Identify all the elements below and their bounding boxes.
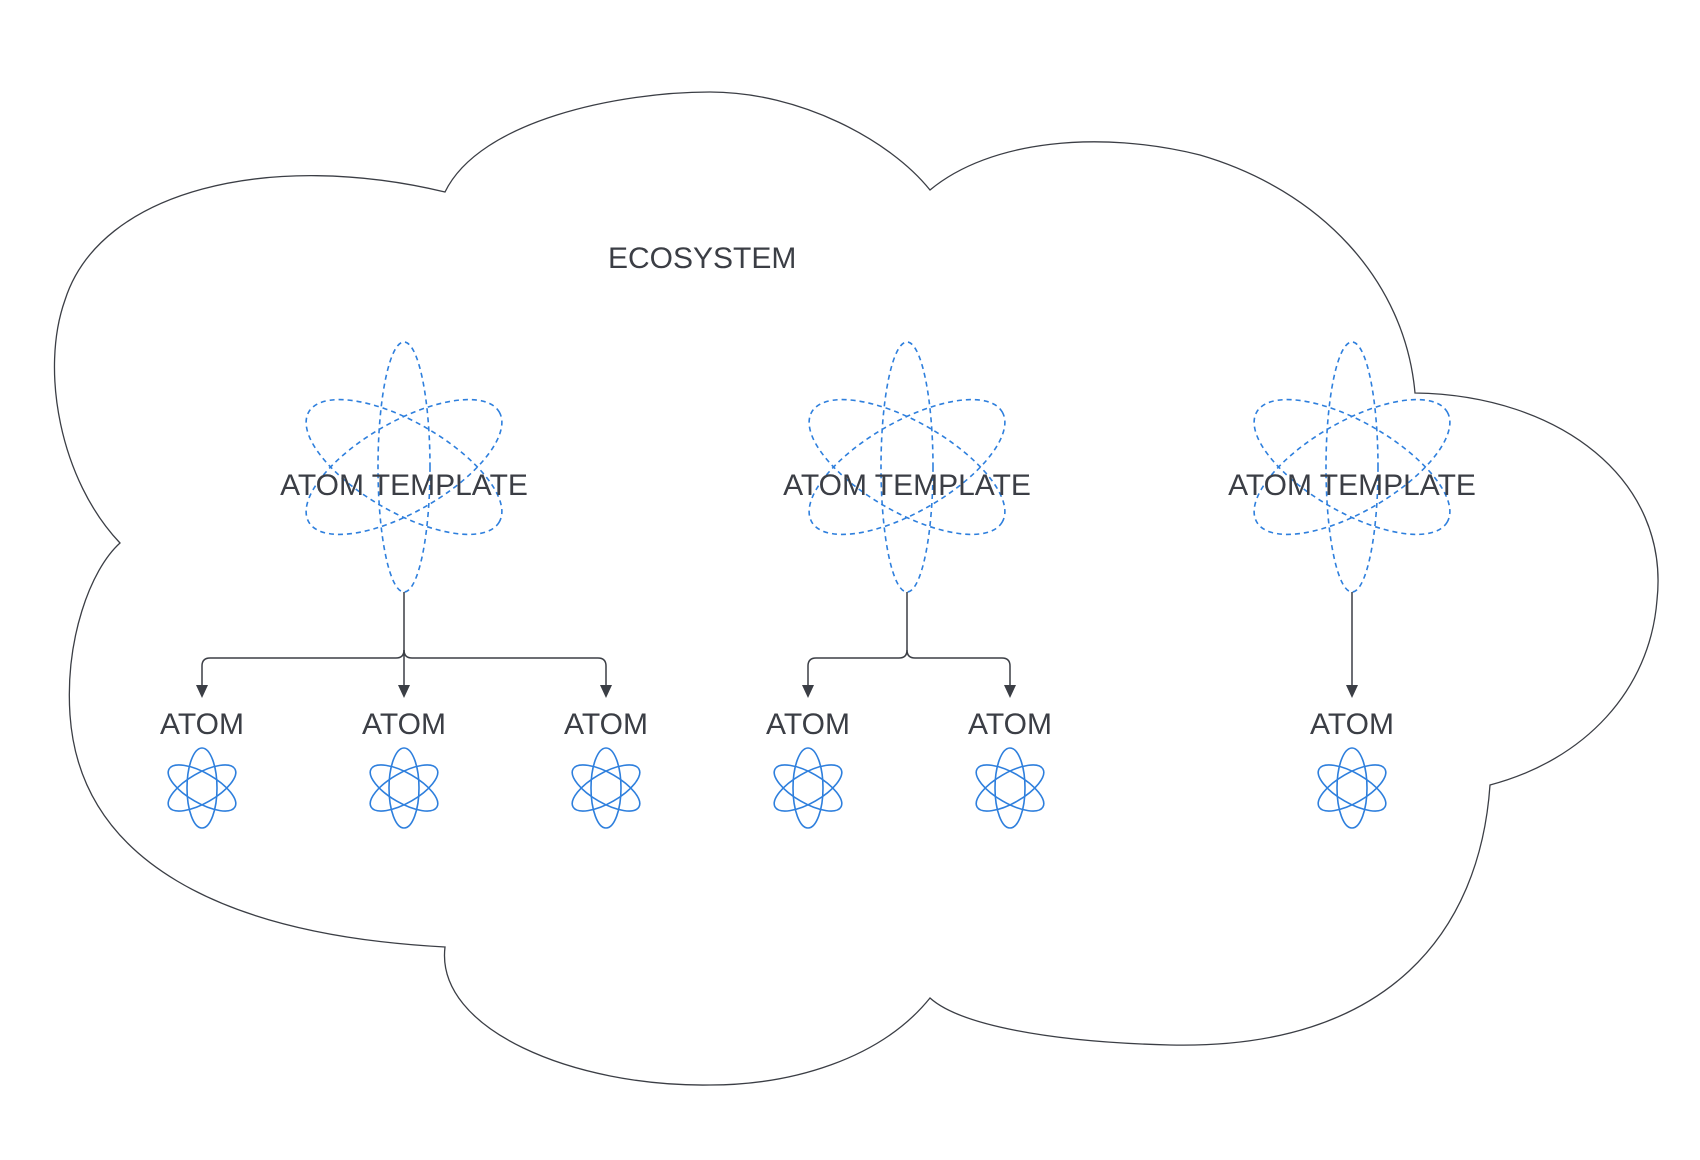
connector-branch xyxy=(915,657,1011,688)
atom-orbit-diagonal xyxy=(773,764,843,812)
atom-orbit-diagonal xyxy=(1317,764,1387,812)
arrowhead xyxy=(600,685,612,698)
atom-template-icon xyxy=(1253,341,1451,593)
template-orbit-diagonal xyxy=(305,398,503,536)
atom-orbit-diagonal xyxy=(975,764,1045,812)
atom-template-label: ATOM TEMPLATE xyxy=(280,469,528,502)
template-orbit-diagonal xyxy=(305,398,503,536)
ecosystem-cloud xyxy=(53,91,1659,1086)
arrowhead xyxy=(1004,685,1016,698)
atom-icon xyxy=(571,747,641,829)
atom-orbit-diagonal xyxy=(1317,764,1387,812)
atom-orbit-vertical xyxy=(388,747,420,829)
atom-orbit-diagonal xyxy=(369,764,439,812)
template-orbit-diagonal xyxy=(808,398,1006,536)
atom-orbit-diagonal xyxy=(167,764,237,812)
atom-label: ATOM xyxy=(968,708,1052,741)
arrowhead xyxy=(196,685,208,698)
atom-label: ATOM xyxy=(362,708,446,741)
connector-stem xyxy=(898,592,908,659)
atom-label: ATOM xyxy=(1310,708,1394,741)
connector-branch xyxy=(201,657,396,688)
template-orbit-diagonal xyxy=(1253,398,1451,536)
atom-template-icon xyxy=(305,341,503,593)
connector-branch xyxy=(807,657,899,688)
atom-orbit-diagonal xyxy=(369,764,439,812)
atom-orbit-vertical xyxy=(186,747,218,829)
template-orbit-diagonal xyxy=(1253,398,1451,536)
atom-label: ATOM xyxy=(160,708,244,741)
template-orbit-vertical xyxy=(880,341,934,593)
template-orbit-vertical xyxy=(1325,341,1379,593)
atom-icon xyxy=(369,747,439,829)
template-connector xyxy=(1346,592,1358,698)
atom-icon xyxy=(167,747,237,829)
atom-orbit-diagonal xyxy=(975,764,1045,812)
template-connector xyxy=(196,592,612,698)
atom-orbit-diagonal xyxy=(167,764,237,812)
arrowhead xyxy=(1346,685,1358,698)
connector-stem xyxy=(395,592,405,659)
template-connector xyxy=(802,592,1016,698)
atom-orbit-vertical xyxy=(994,747,1026,829)
atom-orbit-vertical xyxy=(590,747,622,829)
atom-template-icon xyxy=(808,341,1006,593)
atom-icon xyxy=(975,747,1045,829)
connector-stem xyxy=(403,649,413,659)
atom-template-label: ATOM TEMPLATE xyxy=(783,469,1031,502)
atom-orbit-diagonal xyxy=(571,764,641,812)
atom-orbit-diagonal xyxy=(773,764,843,812)
template-orbit-vertical xyxy=(377,341,431,593)
atom-orbit-vertical xyxy=(1336,747,1368,829)
connector-stem xyxy=(906,649,916,659)
atom-icon xyxy=(1317,747,1387,829)
connector-branch xyxy=(412,657,607,688)
arrowhead xyxy=(802,685,814,698)
template-orbit-diagonal xyxy=(808,398,1006,536)
atom-icon xyxy=(773,747,843,829)
atom-template-label: ATOM TEMPLATE xyxy=(1228,469,1476,502)
atom-orbit-diagonal xyxy=(571,764,641,812)
ecosystem-label: ECOSYSTEM xyxy=(608,242,796,275)
arrowhead xyxy=(398,685,410,698)
atom-orbit-vertical xyxy=(792,747,824,829)
atom-label: ATOM xyxy=(766,708,850,741)
atom-label: ATOM xyxy=(564,708,648,741)
